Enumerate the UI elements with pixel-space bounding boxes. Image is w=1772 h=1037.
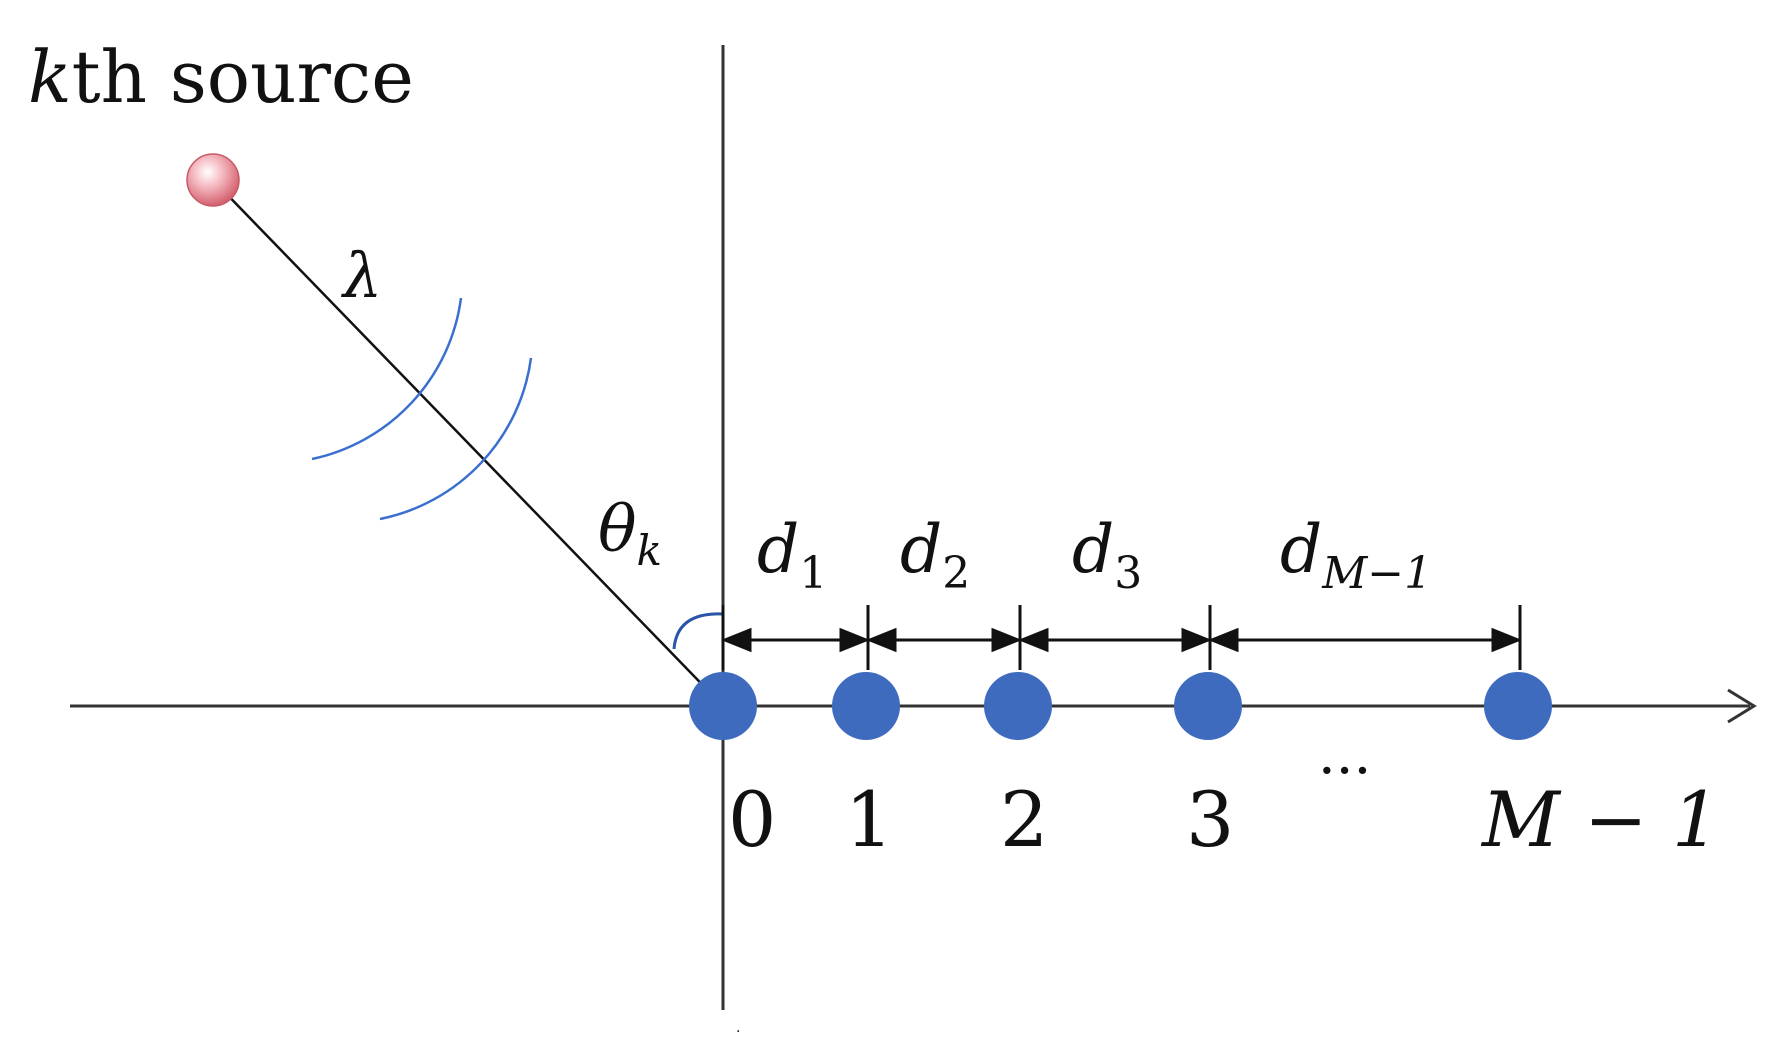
ellipsis-label: ··· xyxy=(1318,739,1371,804)
angle-symbol: θ xyxy=(598,493,637,567)
sensor-index-0: 0 xyxy=(728,775,776,864)
dimension-arrowhead-d1-left xyxy=(720,627,752,653)
dimension-arrowhead-dM-1-left xyxy=(1207,627,1239,653)
sensor-1 xyxy=(832,672,900,740)
sensor-index-1: 1 xyxy=(845,775,893,864)
horizontal-axis-arrowhead xyxy=(1727,688,1757,724)
source-label: kth source xyxy=(28,35,414,119)
spacing-label-dM-1: dM−1 xyxy=(1280,511,1432,599)
dimension-arrowhead-d3-left xyxy=(1017,627,1049,653)
spacing-label-d2: d2 xyxy=(900,511,970,599)
source-label-rest: th source xyxy=(72,35,414,119)
source-label-k: k xyxy=(28,35,72,119)
spacing-label-d3: d3 xyxy=(1072,511,1142,599)
dimension-arrowhead-dM-1-right xyxy=(1491,627,1523,653)
dimension-arrowhead-d3-right xyxy=(1181,627,1213,653)
spacing-dimensions xyxy=(720,605,1523,670)
sensor-array xyxy=(689,672,1552,740)
dimension-arrowhead-d2-left xyxy=(865,627,897,653)
axis-origin-dot: . xyxy=(736,1020,740,1036)
dimension-arrowhead-d1-right xyxy=(839,627,871,653)
angle-arc xyxy=(672,612,724,650)
sensor-2 xyxy=(984,672,1052,740)
sensor-3 xyxy=(1174,672,1242,740)
source-marker xyxy=(186,153,240,207)
wavefront-arc-2 xyxy=(379,357,533,521)
sensor-index-M-1: M − 1 xyxy=(1480,775,1720,864)
sensor-M-1 xyxy=(1484,672,1552,740)
angle-label: θk xyxy=(598,493,662,575)
source-ray xyxy=(212,179,724,707)
angle-subscript: k xyxy=(637,526,662,575)
sensor-0 xyxy=(689,672,757,740)
sensor-index-3: 3 xyxy=(1186,775,1234,864)
dimension-arrowhead-d2-right xyxy=(991,627,1023,653)
wavelength-label: λ xyxy=(340,239,382,312)
spacing-label-d1: d1 xyxy=(757,511,827,599)
sensor-index-2: 2 xyxy=(1000,775,1048,864)
wavefront-arc-1 xyxy=(311,297,463,461)
